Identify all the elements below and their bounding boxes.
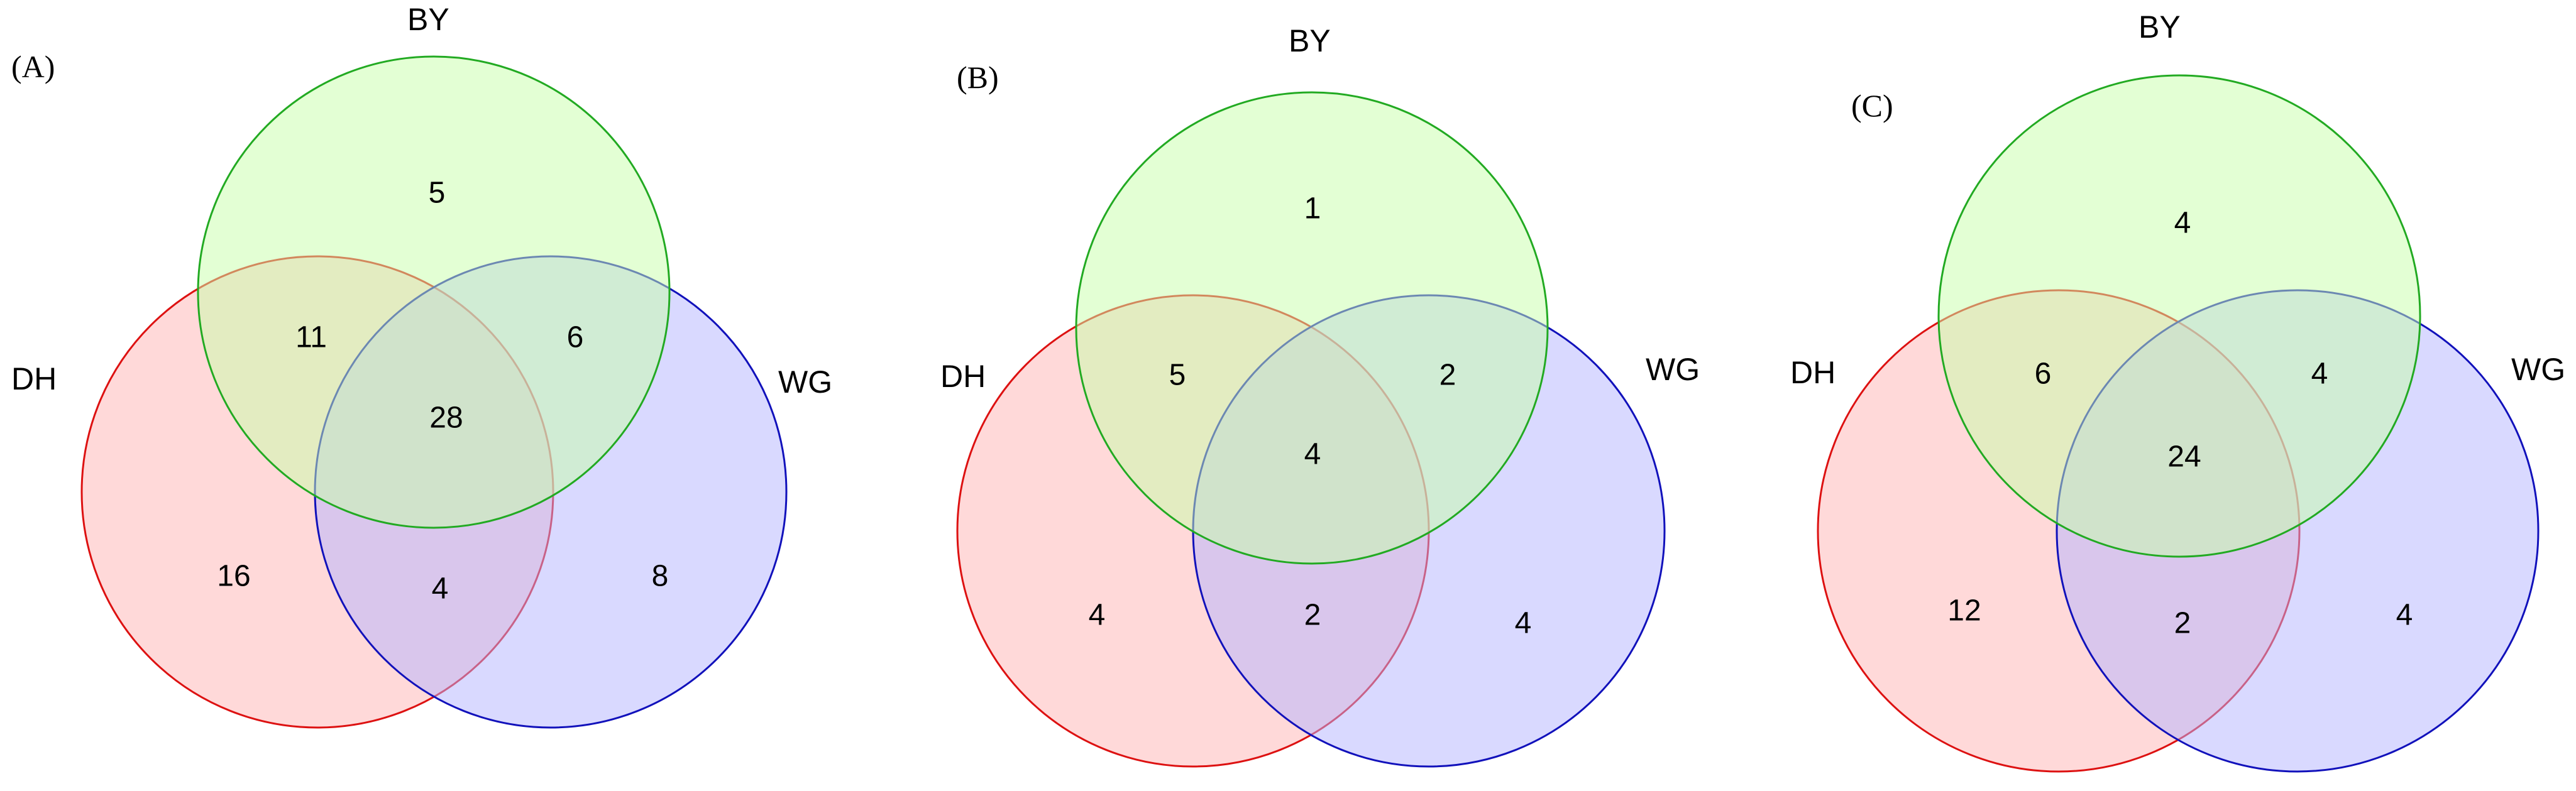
panel-b-label: (B) <box>957 60 999 95</box>
panel-b-count-by-only: 1 <box>1304 192 1321 226</box>
panel-a-circle-by <box>197 55 671 529</box>
panel-a-label: (A) <box>11 49 55 84</box>
panel-b: (B) BY DH WG 1 5 2 4 4 2 4 <box>940 23 1700 768</box>
panel-a-count-by-wg: 6 <box>567 321 584 354</box>
panel-c-count-by-dh: 6 <box>2035 357 2052 391</box>
panel-c-count-dh-wg: 2 <box>2174 607 2191 640</box>
panel-c-set-label-right: WG <box>2511 352 2565 387</box>
panel-c-count-all: 24 <box>2167 440 2201 474</box>
panel-b-count-wg-only: 4 <box>1515 607 1532 640</box>
panel-a-set-label-left: DH <box>11 361 57 396</box>
panel-a-set-label-top: BY <box>407 2 449 37</box>
panel-c-set-label-top: BY <box>2138 9 2181 45</box>
panel-a-count-by-dh: 11 <box>295 321 327 354</box>
panel-c-count-by-wg: 4 <box>2311 357 2328 391</box>
panel-c: (C) BY DH WG 4 6 4 24 12 2 4 <box>1790 9 2565 773</box>
panel-b-set-label-left: DH <box>940 359 986 394</box>
panel-c-count-by-only: 4 <box>2174 207 2191 240</box>
panel-a-count-dh-only: 16 <box>217 560 250 593</box>
panel-a-count-wg-only: 8 <box>652 560 669 593</box>
panel-a-set-label-right: WG <box>778 364 832 400</box>
panel-b-count-dh-wg: 2 <box>1304 599 1321 632</box>
panel-b-circle-by <box>1075 91 1549 565</box>
panel-c-count-dh-only: 12 <box>1947 594 1981 628</box>
panel-a-count-all: 28 <box>429 401 463 435</box>
panel-a-count-dh-wg: 4 <box>432 572 449 606</box>
panel-b-count-all: 4 <box>1304 438 1321 471</box>
panel-c-count-wg-only: 4 <box>2396 599 2413 632</box>
panel-a: (A) BY DH WG 5 11 6 28 16 4 8 <box>11 2 832 729</box>
panel-c-set-label-left: DH <box>1790 355 1836 390</box>
panel-c-circle-by <box>1937 74 2421 558</box>
panel-b-count-by-wg: 2 <box>1439 359 1456 392</box>
panel-b-count-dh-only: 4 <box>1089 599 1106 632</box>
panel-a-count-by-only: 5 <box>429 177 446 210</box>
panel-b-set-label-top: BY <box>1289 23 1331 58</box>
panel-c-label: (C) <box>1851 88 1893 123</box>
panel-b-set-label-right: WG <box>1646 352 1700 387</box>
panel-b-count-by-dh: 5 <box>1169 359 1186 392</box>
